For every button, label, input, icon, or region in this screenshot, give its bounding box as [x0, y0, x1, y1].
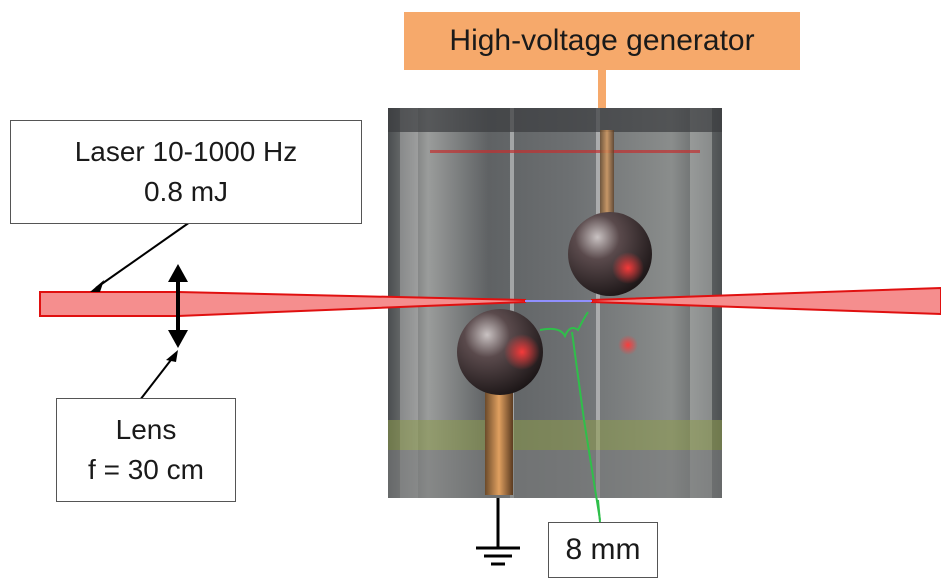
lens-label-line2: f = 30 cm — [88, 454, 204, 485]
upper-electrode-sphere — [568, 212, 652, 296]
lower-electrode-sphere — [457, 309, 543, 395]
gap-label-text: 8 mm — [565, 533, 641, 566]
laser-label-line1: Laser 10-1000 Hz — [74, 136, 298, 167]
laser-label-line2: 0.8 mJ — [143, 176, 229, 207]
ground-icon — [476, 498, 520, 566]
laser-label-box: Laser 10-1000 Hz 0.8 mJ — [10, 120, 362, 224]
gap-pointer-line — [597, 499, 601, 523]
lens-arrow-icon — [168, 264, 188, 348]
generator-label-text: High-voltage generator — [449, 24, 755, 57]
lens-label-line1: Lens — [115, 414, 177, 445]
gap-marker — [539, 311, 601, 521]
lens-pointer-line — [139, 355, 175, 401]
laser-pointer-line — [95, 221, 191, 289]
generator-label: High-voltage generator — [404, 12, 800, 70]
generator-connector — [598, 70, 606, 110]
laser-beam — [39, 286, 941, 317]
lens-label-box: Lens f = 30 cm — [56, 398, 236, 502]
lower-electrode-rod — [485, 385, 513, 495]
gap-label-box: 8 mm — [548, 522, 658, 578]
